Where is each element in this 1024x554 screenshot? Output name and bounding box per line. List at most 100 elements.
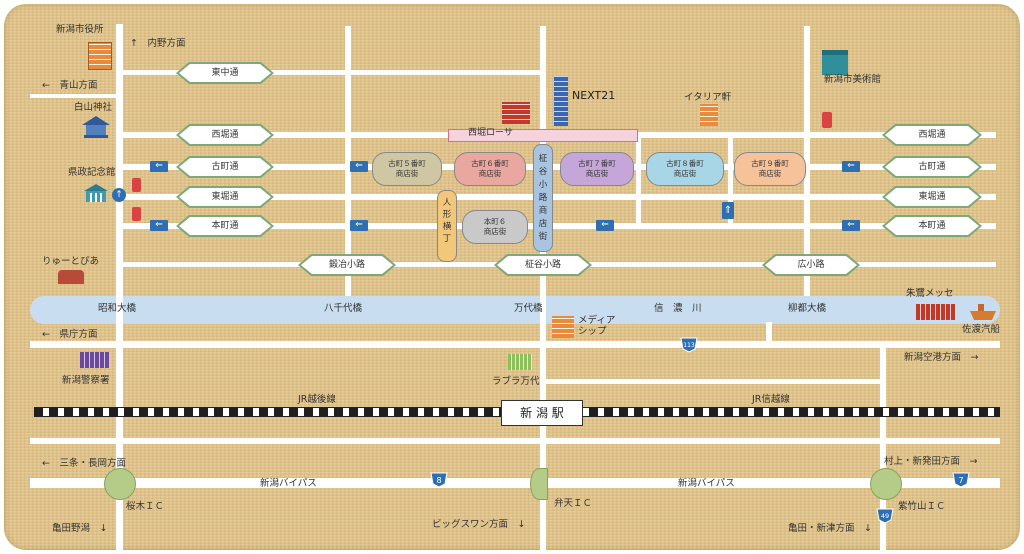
ferry-icon xyxy=(970,304,996,320)
tag-honcho-left: 本町通 xyxy=(176,215,274,237)
road-vertical-mid2 xyxy=(728,132,733,227)
benten-ic-label: 弁天ＩＣ xyxy=(554,498,593,509)
oneway-arrow-icon: ⇐ xyxy=(150,220,168,231)
museum-icon xyxy=(822,50,848,75)
lovela-label: ラブラ万代 xyxy=(492,376,540,387)
niigata-station[interactable]: 新 潟 駅 xyxy=(501,400,583,426)
oneway-up-icon: ⇑ xyxy=(722,202,734,219)
parking-icon xyxy=(822,112,832,128)
kensei-kinenkan-icon-svg xyxy=(84,184,108,202)
shinano-river-label: 信 濃 川 xyxy=(654,303,702,314)
bandai-bridge-label: 万代橋 xyxy=(514,303,543,314)
road-vertical-left xyxy=(116,24,123,550)
big-swan-direction: ビッグスワン方面 ↓ xyxy=(432,519,526,530)
honcho6-shopping-street[interactable]: 本町６ 商店街 xyxy=(462,210,528,244)
uchino-direction: ↑ 内野方面 xyxy=(130,38,186,49)
furumachi9-shopping-street[interactable]: 古町９番町 商店街 xyxy=(734,152,806,186)
sanjo-direction: ← 三条・長岡方面 xyxy=(42,458,126,469)
ryuto-bridge-label: 柳都大橋 xyxy=(788,303,827,314)
police-label: 新潟警察署 xyxy=(62,375,110,386)
jr-shinetsu-label: JR信越線 xyxy=(752,394,790,405)
murakami-direction: 村上・新発田方面 → xyxy=(884,456,978,467)
tag-kajiya-koji: 鍛冶小路 xyxy=(298,254,396,276)
toki-messe-icon xyxy=(916,304,956,320)
route-8-number: 8 xyxy=(436,476,441,485)
shinano-river xyxy=(30,296,1000,324)
road-station-north xyxy=(546,379,882,384)
building-icon xyxy=(502,102,530,124)
tag-nishibori-right: 西堀通 xyxy=(882,124,982,146)
road-south xyxy=(30,438,1000,444)
bypass-right-label: 新潟バイパス xyxy=(678,478,735,489)
oneway-arrow-icon: ⇐ xyxy=(842,161,860,172)
art-museum-label: 新潟市美術館 xyxy=(824,74,882,85)
kencho-direction: ← 県庁方面 xyxy=(42,329,98,340)
city-hall-icon xyxy=(88,42,112,70)
route-49-number: 49 xyxy=(881,512,889,520)
kensei-kinenkan-label: 県政記念館 xyxy=(68,167,116,178)
nishibori-rosa-arcade[interactable] xyxy=(448,129,638,142)
road-higashibori xyxy=(116,194,996,200)
ryutopia-icon xyxy=(58,270,84,284)
yachiyo-bridge-label: 八千代橋 xyxy=(324,303,363,314)
oneway-arrow-icon: ⇐ xyxy=(596,220,614,231)
furumachi5-shopping-street[interactable]: 古町５番町 商店街 xyxy=(372,152,442,186)
route-8-icon: 8 xyxy=(430,472,448,488)
parking-icon xyxy=(132,178,141,192)
airport-direction: 新潟空港方面 → xyxy=(904,352,979,363)
city-hall-label: 新潟市役所 xyxy=(56,24,104,35)
showa-bridge-label: 昭和大橋 xyxy=(98,303,137,314)
road-higashinaka xyxy=(116,70,546,75)
road-right-lower xyxy=(766,322,772,346)
tag-kashiwa-koji: 柾谷小路 xyxy=(494,254,592,276)
ferry-icon-svg xyxy=(970,304,996,320)
furumachi6-shopping-street[interactable]: 古町６番町 商店街 xyxy=(454,152,526,186)
lovela-icon xyxy=(508,354,532,370)
toki-messe-label: 朱鷺メッセ xyxy=(906,288,954,299)
italia-ken-label: イタリア軒 xyxy=(684,92,732,103)
ryutopia-label: りゅーとぴあ xyxy=(42,256,100,267)
tag-furumachi-right: 古町通 xyxy=(882,156,982,178)
road-bypass xyxy=(30,478,1000,488)
road-vertical-kajiya xyxy=(345,26,351,296)
italia-ken-icon xyxy=(700,104,718,126)
sakuragi-ic-marker xyxy=(104,468,136,500)
police-icon xyxy=(80,352,110,368)
momoyama-ic-marker xyxy=(870,468,902,500)
jr-echigo-label: JR越後線 xyxy=(298,394,336,405)
kameda-gata-direction: 亀田野潟 ↓ xyxy=(52,523,108,534)
aoyama-direction: ← 青山方面 xyxy=(42,80,98,91)
sakuragi-ic-label: 桜木ＩＣ xyxy=(126,501,165,512)
hakusan-shrine-label: 白山神社 xyxy=(74,102,113,113)
route-113-icon: 113 xyxy=(680,337,698,353)
kashiwa-koji-shopping-street[interactable]: 柾 谷 小 路 商 店 街 xyxy=(533,144,553,252)
tag-higashibori-right: 東堀通 xyxy=(882,186,982,208)
tag-nishibori-left: 西堀通 xyxy=(176,124,274,146)
furumachi7-shopping-street[interactable]: 古町７番町 商店街 xyxy=(560,152,634,186)
road-vertical-right xyxy=(880,346,886,550)
oneway-arrow-icon: ⇐ xyxy=(350,220,368,231)
parking-icon xyxy=(132,207,141,221)
oneway-circle-icon: ↑ xyxy=(112,188,126,202)
furumachi8-shopping-street[interactable]: 古町８番町 商店街 xyxy=(646,152,724,186)
route-49-icon: 49 xyxy=(876,508,894,524)
tag-higashibori-left: 東堀通 xyxy=(176,186,274,208)
oneway-arrow-icon: ⇐ xyxy=(842,220,860,231)
shrine-icon xyxy=(82,116,110,138)
media-ship-icon xyxy=(552,316,574,338)
sado-kisen-label: 佐渡汽船 xyxy=(962,324,1001,335)
route-113-number: 113 xyxy=(683,342,695,349)
kensei-kinenkan-icon xyxy=(84,184,108,204)
road-honcho xyxy=(116,223,996,229)
road-vertical-hiro xyxy=(804,26,810,296)
oneway-arrow-icon: ⇐ xyxy=(150,161,168,172)
kameda-direction: 亀田・新津方面 ↓ xyxy=(788,523,872,534)
media-ship-label: メディア シップ xyxy=(578,315,616,337)
shrine-icon-svg xyxy=(82,116,110,138)
next21-label: NEXT21 xyxy=(572,89,616,102)
route-7-number: 7 xyxy=(958,476,963,485)
map-background: 新 潟 駅 JR越後線 JR信越線 西堀ローサ 東中通 西堀通 古町通 東堀通 … xyxy=(4,4,1020,550)
ningyo-yokocho[interactable]: 人 形 横 丁 xyxy=(437,190,457,262)
road-kencho xyxy=(30,341,1000,348)
